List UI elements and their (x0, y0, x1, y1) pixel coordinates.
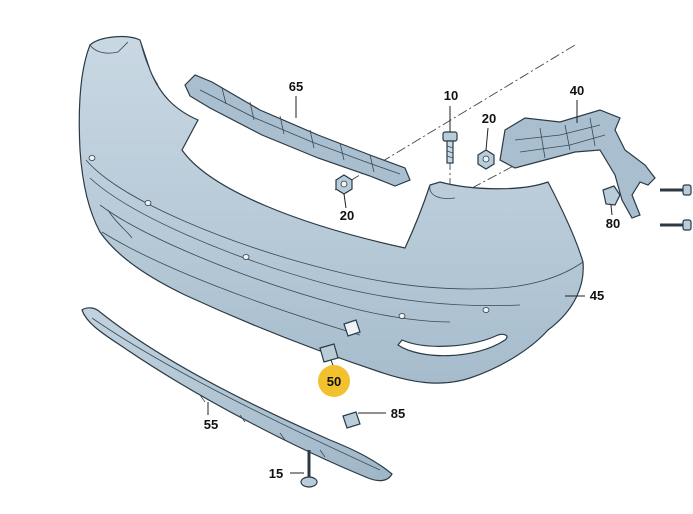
callout-20-left: 20 (340, 208, 354, 223)
callout-55: 55 (204, 417, 218, 432)
callout-15: 15 (269, 466, 283, 481)
callout-20-right: 20 (482, 111, 496, 126)
tow-hook-cover (319, 343, 339, 363)
callout-45: 45 (590, 288, 604, 303)
axis-line-upper (334, 44, 576, 191)
clip-80 (602, 185, 621, 206)
callout-65: 65 (289, 79, 303, 94)
nut-20-right (477, 149, 495, 170)
callout-40: 40 (570, 83, 584, 98)
lower-trim-strip (81, 307, 393, 482)
callout-10: 10 (444, 88, 458, 103)
bumper-guide-rail (184, 74, 411, 187)
leader-lines (207, 96, 613, 474)
screw-15 (300, 450, 318, 488)
sensor-holes (88, 155, 490, 319)
clip-85 (342, 411, 361, 429)
nut-20-left (335, 174, 353, 195)
callout-labels: 65 10 40 20 20 80 45 50 55 85 15 (204, 79, 620, 481)
callout-50-highlight (318, 365, 350, 397)
rear-bumper-cover (78, 35, 584, 384)
callout-85: 85 (391, 406, 405, 421)
bracket-screws (660, 184, 692, 231)
callout-80: 80 (606, 216, 620, 231)
callout-50: 50 (327, 374, 341, 389)
side-mounting-bracket (499, 109, 656, 219)
bolt-10 (442, 131, 458, 164)
